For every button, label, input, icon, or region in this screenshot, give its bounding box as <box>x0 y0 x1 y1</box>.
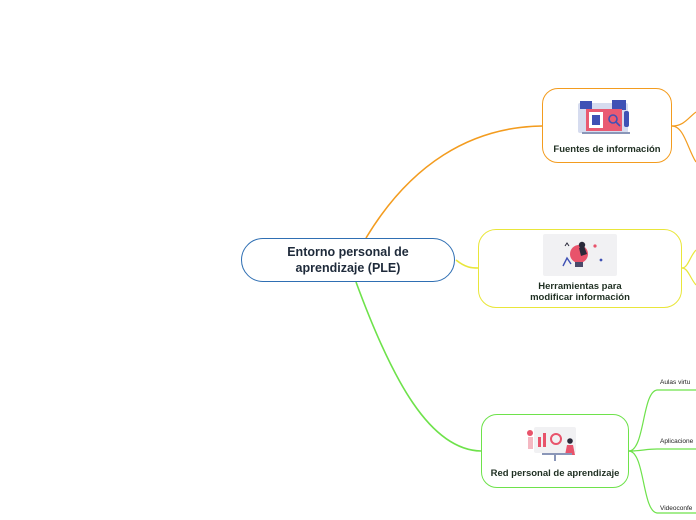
central-topic-label: Entorno personal de aprendizaje (PLE) <box>287 245 409 275</box>
branch-fuentes-informacion[interactable]: Fuentes de información <box>542 88 672 163</box>
subtopic-videoconferencias[interactable]: Videoconfe <box>660 505 693 512</box>
branch-label: Red personal de aprendizaje <box>490 468 620 479</box>
subtopic-aplicaciones[interactable]: Aplicacione <box>660 438 694 445</box>
branch-label: Herramientas para modificar información <box>530 281 630 303</box>
central-topic[interactable]: Entorno personal de aprendizaje (PLE) <box>241 238 455 282</box>
branch-label: Fuentes de información <box>553 143 661 155</box>
branch-red-personal[interactable]: Red personal de aprendizaje <box>481 414 629 488</box>
desk-research-illustration <box>578 99 630 134</box>
lightbulb-idea-illustration <box>543 234 617 276</box>
subtopic-aulas-virtuales[interactable]: Aulas virtu <box>660 379 691 386</box>
presentation-meeting-illustration <box>527 427 576 461</box>
branch-herramientas-modificar[interactable]: Herramientas para modificar información <box>478 229 682 308</box>
